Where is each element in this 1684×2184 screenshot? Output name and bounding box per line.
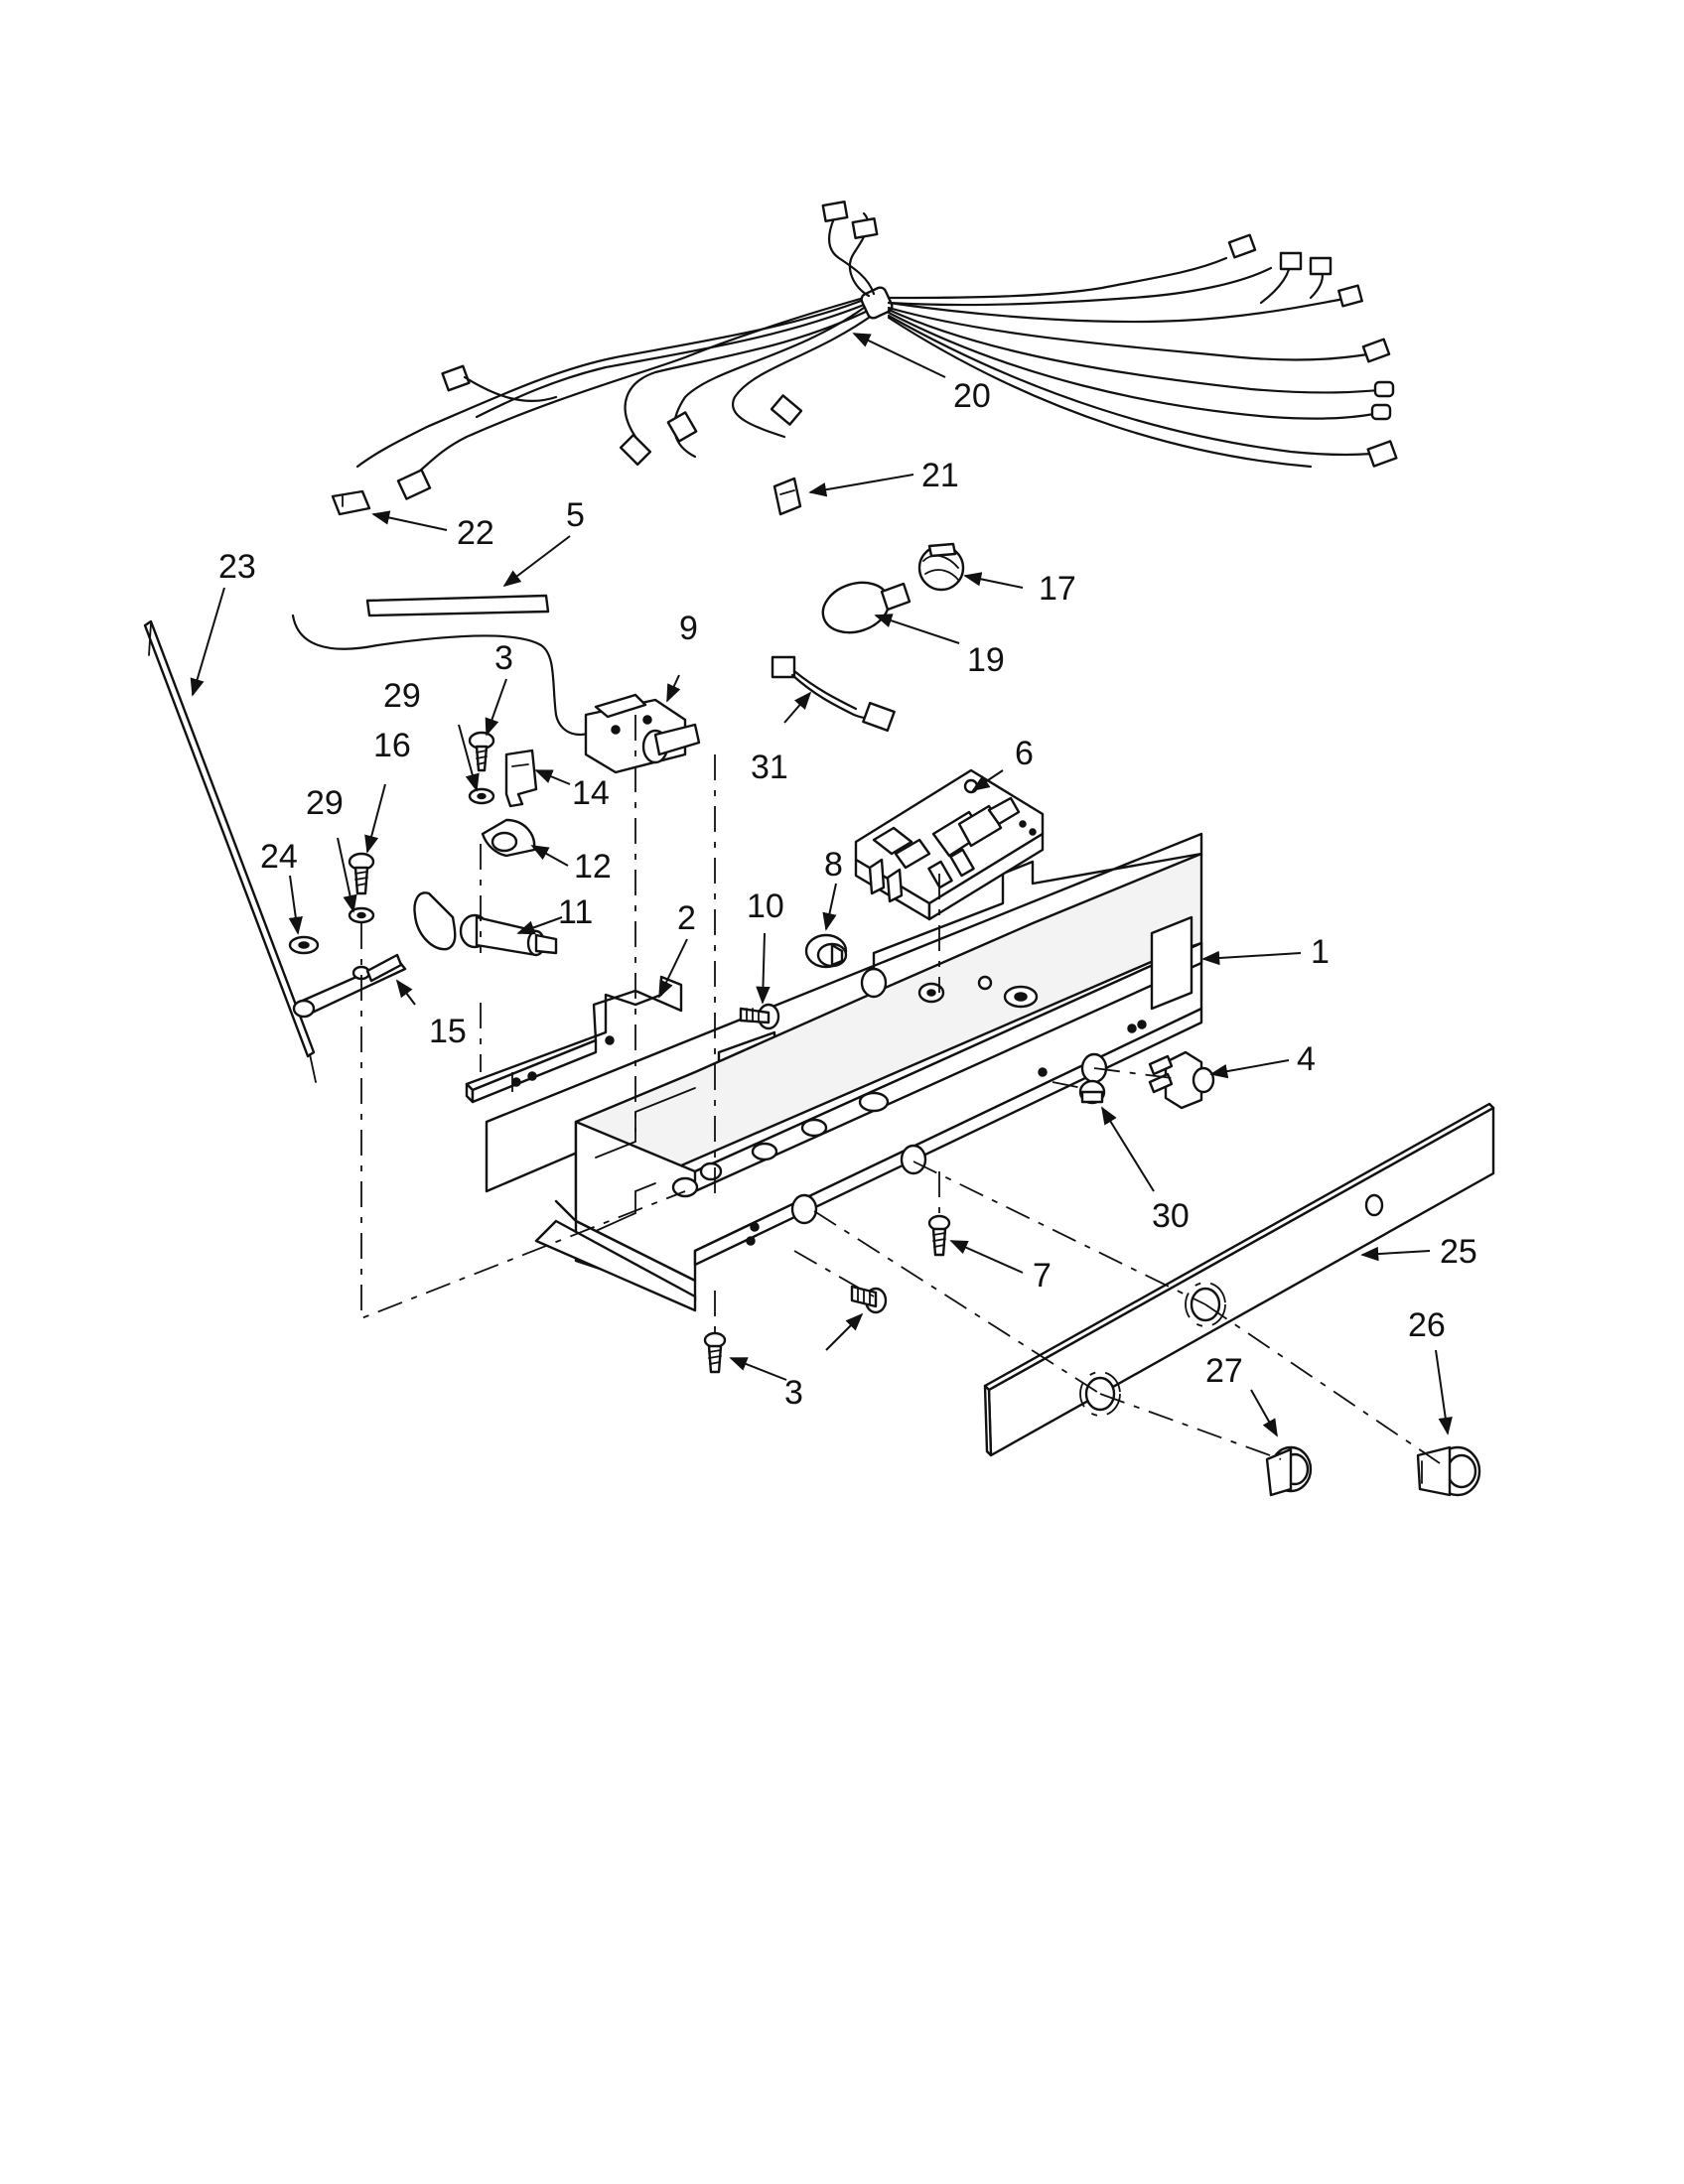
cap-30	[1078, 1079, 1106, 1105]
screw-10	[739, 1003, 780, 1030]
bezel-27	[1265, 1445, 1313, 1497]
screw-16	[348, 852, 375, 895]
callout-5: 5	[566, 496, 585, 534]
callout-11: 11	[558, 893, 593, 931]
callout-10: 10	[747, 887, 784, 925]
callout-29-left: 29	[306, 784, 344, 822]
bezel-26	[1416, 1445, 1481, 1497]
screw-3-right	[850, 1285, 888, 1314]
callout-21: 21	[921, 457, 959, 494]
callout-9: 9	[679, 610, 698, 647]
callout-31: 31	[751, 749, 788, 786]
tube-5	[365, 594, 550, 617]
callout-17: 17	[1039, 570, 1076, 608]
screw-3-top	[468, 731, 495, 772]
bracket-2	[465, 975, 683, 1104]
callout-22: 22	[457, 514, 494, 552]
wire-harness	[355, 201, 1398, 500]
washer-29-top	[468, 787, 495, 805]
lever-15	[292, 953, 407, 1019]
callout-15: 15	[429, 1013, 467, 1050]
control-housing-1	[485, 832, 1203, 1312]
callout-26: 26	[1408, 1306, 1446, 1344]
callout-6: 6	[1015, 735, 1034, 772]
callout-24: 24	[260, 838, 298, 876]
tie-22	[331, 489, 371, 516]
assembly-lines	[360, 715, 1441, 1464]
wire-clip-21	[772, 477, 802, 516]
callout-1: 1	[1311, 933, 1330, 971]
leader-arrows	[190, 333, 1453, 1437]
callout-14: 14	[572, 774, 610, 812]
callout-2: 2	[677, 899, 696, 937]
callout-3-top: 3	[494, 639, 513, 677]
bracket-14	[504, 749, 538, 808]
screw-3-bottom	[703, 1331, 727, 1374]
light-switch-4	[1148, 1050, 1215, 1110]
light-bulb-19	[821, 581, 912, 634]
light-socket-17	[917, 542, 965, 592]
callout-labels: 1 2 3 3 4 5 6 7 8 9 10 11 12 14 15 16 17…	[218, 377, 1477, 1412]
callout-30: 30	[1152, 1197, 1190, 1235]
callout-7: 7	[1033, 1257, 1052, 1295]
callout-19: 19	[967, 641, 1005, 679]
callout-8: 8	[824, 846, 843, 884]
callout-29-top: 29	[383, 677, 421, 715]
front-panel-25	[983, 1102, 1495, 1457]
clamp-12	[481, 818, 536, 858]
thermostat-9	[291, 614, 701, 774]
damper-shaft-11	[413, 891, 558, 957]
rod-23	[143, 619, 317, 1083]
callout-3-bottom: 3	[784, 1374, 803, 1412]
callout-25: 25	[1440, 1233, 1477, 1271]
push-button-8	[804, 933, 848, 969]
control-board-6	[854, 768, 1045, 921]
screw-7	[927, 1214, 951, 1257]
callout-20: 20	[953, 377, 991, 415]
callout-23: 23	[218, 548, 256, 586]
wire-lead-31	[771, 655, 896, 733]
callout-12: 12	[574, 848, 612, 886]
callout-27: 27	[1205, 1352, 1243, 1390]
washer-24	[288, 935, 320, 955]
callout-4: 4	[1297, 1040, 1316, 1078]
callout-16: 16	[373, 727, 411, 764]
